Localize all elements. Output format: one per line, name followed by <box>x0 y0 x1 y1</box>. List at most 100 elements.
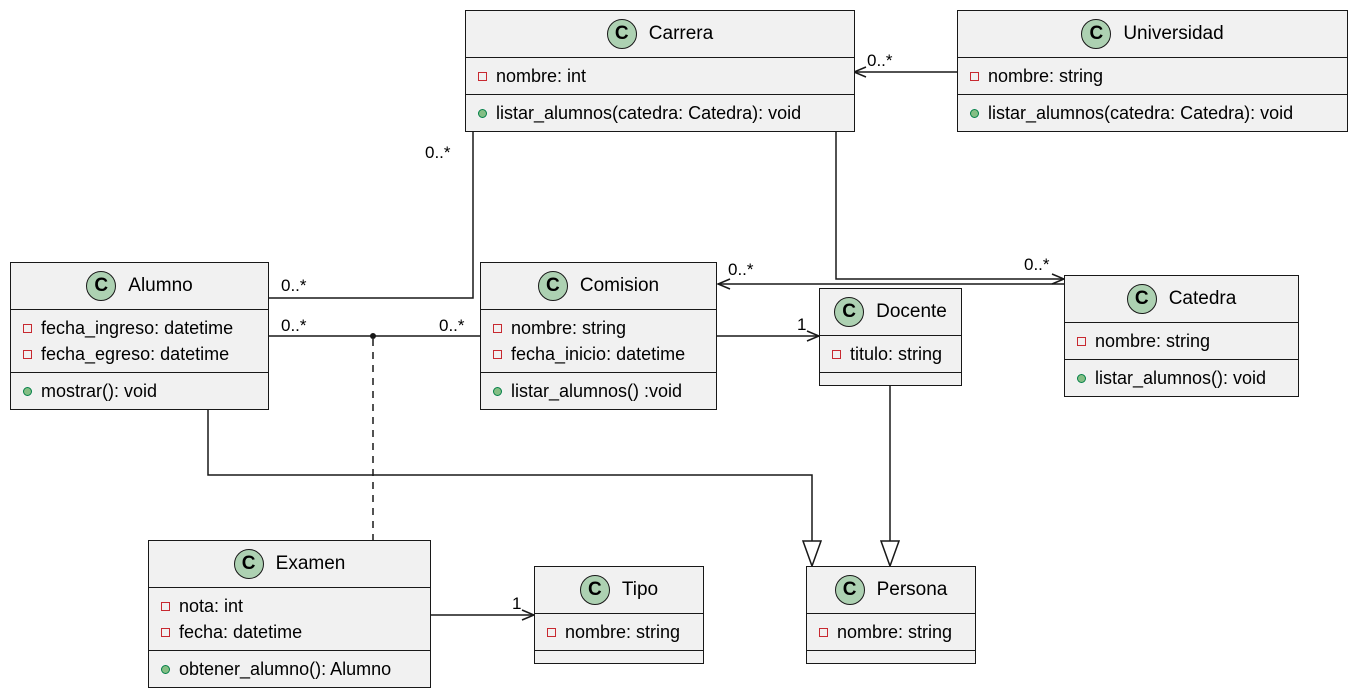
assoc-class-junction <box>370 333 376 339</box>
class-header: C Universidad <box>958 11 1347 58</box>
class-header: C Comision <box>481 263 716 310</box>
class-comision[interactable]: C Comision nombre: string fecha_inicio: … <box>480 262 717 410</box>
public-visibility-icon <box>493 386 502 396</box>
private-visibility-icon <box>23 323 32 333</box>
class-name: Carrera <box>648 23 714 44</box>
attribute: fecha_egreso: datetime <box>23 341 268 367</box>
public-visibility-icon <box>970 108 979 118</box>
attribute: nombre: string <box>970 63 1347 89</box>
method: obtener_alumno(): Alumno <box>161 656 430 682</box>
class-header: C Persona <box>807 567 975 614</box>
class-name: Alumno <box>128 275 193 296</box>
multiplicity-label: 0..* <box>281 316 307 335</box>
method: mostrar(): void <box>23 378 268 404</box>
class-tipo[interactable]: C Tipo nombre: string <box>534 566 704 664</box>
generalization-arrowhead-docente <box>879 540 901 569</box>
methods-section: listar_alumnos() :void <box>481 373 716 409</box>
method: listar_alumnos(): void <box>1077 365 1298 391</box>
public-visibility-icon <box>161 664 170 674</box>
attribute: nombre: string <box>1077 328 1298 354</box>
method: listar_alumnos(catedra: Catedra): void <box>478 100 854 126</box>
attributes-section: nombre: string <box>535 614 703 651</box>
attribute: fecha_inicio: datetime <box>493 341 716 367</box>
assoc-carrera-catedra <box>835 132 1064 279</box>
attribute: nota: int <box>161 593 430 619</box>
class-carrera[interactable]: C Carrera nombre: int listar_alumnos(cat… <box>465 10 855 132</box>
attributes-section: nombre: string <box>807 614 975 651</box>
class-catedra[interactable]: C Catedra nombre: string listar_alumnos(… <box>1064 275 1299 397</box>
multiplicity-label: 0..* <box>728 260 754 279</box>
attributes-section: nombre: string fecha_inicio: datetime <box>481 310 716 373</box>
class-docente[interactable]: C Docente titulo: string <box>819 288 962 386</box>
class-stereotype-icon: C <box>834 575 865 605</box>
class-examen[interactable]: C Examen nota: int fecha: datetime obten… <box>148 540 431 688</box>
private-visibility-icon <box>819 627 828 637</box>
attribute: nombre: string <box>493 315 716 341</box>
public-visibility-icon <box>478 108 487 118</box>
private-visibility-icon <box>161 601 170 611</box>
methods-section: obtener_alumno(): Alumno <box>149 651 430 687</box>
multiplicity-label: 0..* <box>425 143 451 162</box>
method: listar_alumnos() :void <box>493 378 716 404</box>
class-name: Tipo <box>621 579 659 600</box>
class-persona[interactable]: C Persona nombre: string <box>806 566 976 664</box>
generalization-arrowhead-alumno <box>801 540 823 569</box>
generalization-alumno-persona <box>207 408 813 541</box>
private-visibility-icon <box>161 627 170 637</box>
private-visibility-icon <box>493 323 502 333</box>
class-name: Comision <box>579 275 660 296</box>
multiplicity-label: 1 <box>512 594 522 613</box>
class-stereotype-icon: C <box>537 271 568 301</box>
class-stereotype-icon: C <box>1081 19 1112 49</box>
private-visibility-icon <box>547 627 556 637</box>
attribute: titulo: string <box>832 341 961 367</box>
attribute: nombre: string <box>547 619 703 645</box>
attribute: nombre: string <box>819 619 975 645</box>
class-alumno[interactable]: C Alumno fecha_ingreso: datetime fecha_e… <box>10 262 269 410</box>
class-stereotype-icon: C <box>579 575 610 605</box>
private-visibility-icon <box>970 71 979 81</box>
class-header: C Catedra <box>1065 276 1298 323</box>
class-name: Catedra <box>1168 288 1237 309</box>
methods-section <box>820 373 961 385</box>
class-stereotype-icon: C <box>86 271 117 301</box>
class-header: C Carrera <box>466 11 854 58</box>
attribute: fecha_ingreso: datetime <box>23 315 268 341</box>
attributes-section: nota: int fecha: datetime <box>149 588 430 651</box>
attributes-section: nombre: string <box>958 58 1347 95</box>
class-header: C Docente <box>820 289 961 336</box>
class-stereotype-icon: C <box>834 297 865 327</box>
methods-section: listar_alumnos(): void <box>1065 360 1298 396</box>
multiplicity-label: 0..* <box>867 51 893 70</box>
attributes-section: nombre: string <box>1065 323 1298 360</box>
class-name: Examen <box>275 553 346 574</box>
assoc-carrera-alumno <box>269 132 474 299</box>
methods-section <box>807 651 975 663</box>
private-visibility-icon <box>478 71 487 81</box>
multiplicity-label: 0..* <box>281 276 307 295</box>
method: listar_alumnos(catedra: Catedra): void <box>970 100 1347 126</box>
public-visibility-icon <box>23 386 32 396</box>
class-header: C Tipo <box>535 567 703 614</box>
class-name: Universidad <box>1123 23 1224 44</box>
methods-section: listar_alumnos(catedra: Catedra): void <box>958 95 1347 131</box>
multiplicity-label: 1 <box>797 315 807 334</box>
multiplicity-label: 0..* <box>439 316 465 335</box>
attributes-section: titulo: string <box>820 336 961 373</box>
attribute: nombre: int <box>478 63 854 89</box>
class-universidad[interactable]: C Universidad nombre: string listar_alum… <box>957 10 1348 132</box>
methods-section: mostrar(): void <box>11 373 268 409</box>
class-name: Docente <box>876 301 947 322</box>
private-visibility-icon <box>493 349 502 359</box>
private-visibility-icon <box>832 349 841 359</box>
class-header: C Examen <box>149 541 430 588</box>
private-visibility-icon <box>23 349 32 359</box>
class-stereotype-icon: C <box>606 19 637 49</box>
methods-section: listar_alumnos(catedra: Catedra): void <box>466 95 854 131</box>
class-name: Persona <box>876 579 948 600</box>
class-stereotype-icon: C <box>1126 284 1157 314</box>
class-header: C Alumno <box>11 263 268 310</box>
private-visibility-icon <box>1077 336 1086 346</box>
public-visibility-icon <box>1077 373 1086 383</box>
